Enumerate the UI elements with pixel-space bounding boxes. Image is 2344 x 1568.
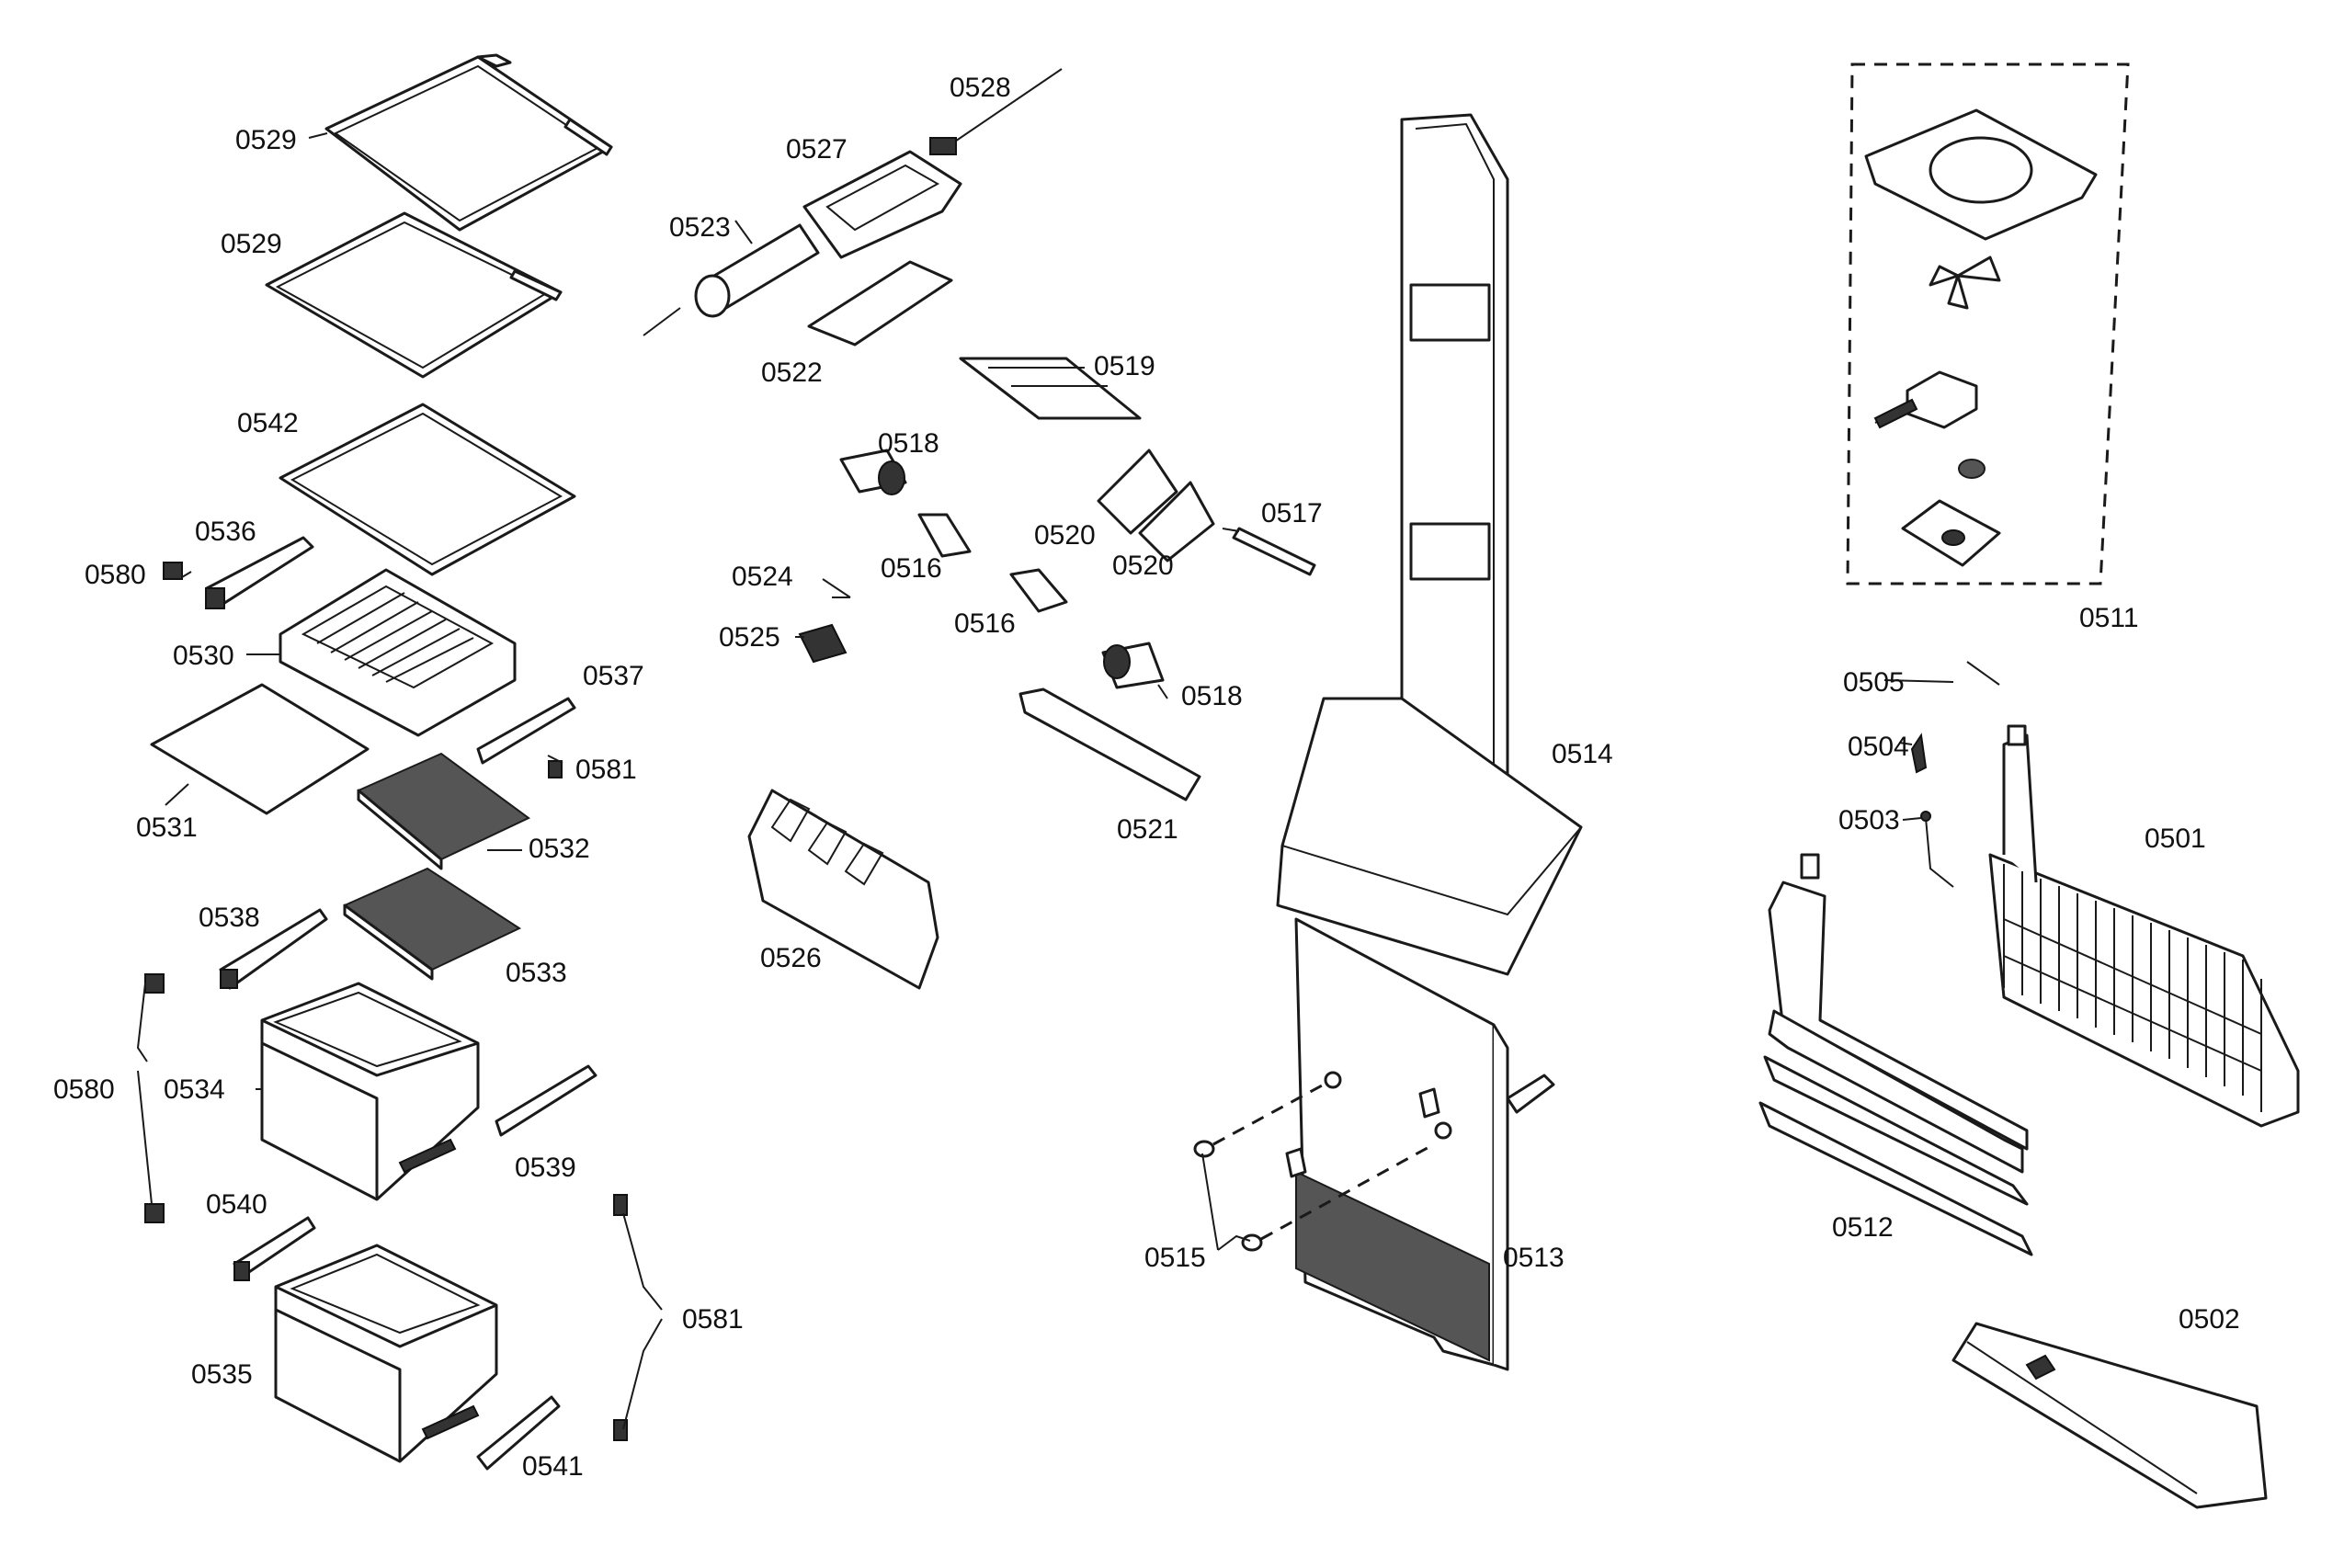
heater-0512 [1758, 853, 2033, 1256]
socket-0518-lower [1101, 642, 1165, 689]
cover-0513 [1285, 917, 1555, 1371]
label-0504: 0504 [1848, 732, 1909, 762]
drawer-0534 [260, 982, 480, 1201]
crisper-tray-0530 [279, 568, 517, 737]
tray-0521 [1018, 687, 1201, 801]
label-0541: 0541 [522, 1451, 584, 1482]
label-0529-top: 0529 [235, 125, 297, 155]
grille-0533 [343, 867, 522, 981]
label-0503: 0503 [1838, 805, 1900, 835]
cover-sheet-0531 [150, 683, 370, 815]
label-0525: 0525 [719, 622, 780, 653]
label-0581-lower: 0581 [682, 1304, 744, 1335]
label-0501: 0501 [2145, 824, 2206, 854]
label-0536: 0536 [195, 517, 256, 547]
clip-0504 [1910, 733, 1928, 774]
label-0518-upper: 0518 [878, 428, 939, 459]
drawer-0535 [274, 1244, 498, 1463]
shelf-0529-second [265, 211, 563, 379]
label-0530: 0530 [173, 641, 234, 671]
duct-0523 [694, 223, 820, 318]
label-0529-second: 0529 [221, 229, 282, 259]
fan-nut [1958, 459, 1986, 479]
thermostat-0503 [1920, 811, 1954, 888]
wire-0517 [1232, 527, 1316, 576]
bulb-0516-lower [1009, 568, 1068, 613]
housing-0527 [802, 150, 962, 259]
panel-0526 [747, 789, 939, 990]
sensor-0505 [1966, 661, 2000, 686]
stop-0580-top [163, 562, 183, 580]
stop-0580-lower [144, 1203, 165, 1223]
rail-0541 [476, 1395, 561, 1471]
tower-0514 [1276, 113, 1583, 976]
rail-0538 [219, 908, 328, 990]
switch-0525 [798, 623, 848, 664]
rail-0540 [233, 1216, 316, 1281]
bracket-0519 [959, 357, 1142, 420]
fan-blade [1929, 256, 2001, 310]
label-0539: 0539 [515, 1153, 576, 1183]
label-0521: 0521 [1117, 814, 1178, 845]
fan-shroud [1864, 108, 2098, 241]
label-0537: 0537 [583, 661, 644, 691]
socket-0518-upper [839, 449, 907, 495]
fan-motor [1873, 370, 1978, 429]
label-0505: 0505 [1843, 667, 1905, 698]
fan-bracket [1901, 499, 2001, 567]
label-0515: 0515 [1144, 1243, 1206, 1273]
label-0512: 0512 [1832, 1212, 1894, 1243]
label-0518-lower: 0518 [1181, 681, 1243, 711]
label-0540: 0540 [206, 1189, 267, 1220]
label-0511: 0511 [2079, 603, 2139, 633]
label-0520-upper: 0520 [1034, 520, 1096, 551]
label-0526: 0526 [760, 943, 822, 973]
label-0513: 0513 [1503, 1243, 1565, 1273]
label-0528: 0528 [950, 73, 1011, 103]
label-0580-top: 0580 [85, 560, 146, 590]
label-0517: 0517 [1261, 498, 1323, 528]
rail-0536 [205, 536, 314, 609]
clip-0581-mid [613, 1194, 628, 1216]
shelf-0542 [279, 403, 576, 576]
label-0531: 0531 [136, 812, 198, 843]
label-0535: 0535 [191, 1359, 253, 1390]
screws-0515 [1193, 1083, 1435, 1252]
evaporator-0501 [1988, 724, 2300, 1128]
label-0520-lower: 0520 [1112, 551, 1174, 581]
label-0524: 0524 [732, 562, 793, 592]
leader-lines [136, 132, 1954, 1430]
label-0516-upper: 0516 [881, 553, 942, 584]
rail-0539 [495, 1064, 597, 1137]
drain-pan-0502 [1951, 1322, 2268, 1509]
pin-0524 [822, 578, 851, 598]
rail-0537 [476, 697, 576, 765]
label-0580-lower: 0580 [53, 1074, 115, 1105]
label-0538: 0538 [199, 903, 260, 933]
label-0523: 0523 [669, 212, 731, 243]
label-0542: 0542 [237, 408, 299, 438]
label-0519: 0519 [1094, 351, 1155, 381]
label-0534: 0534 [164, 1074, 225, 1105]
pads-0520 [1097, 449, 1215, 562]
wire-0528 [929, 68, 1063, 155]
label-0527: 0527 [786, 134, 848, 165]
label-0516-lower: 0516 [954, 608, 1016, 639]
shelf-0529-top [324, 53, 613, 232]
part-labels: 0529 0529 0542 0536 0580 0530 0537 0581 … [53, 73, 2240, 1482]
label-0532: 0532 [529, 834, 590, 864]
fan-assembly-box-0511 [1846, 62, 2130, 585]
bulb-0516-upper [917, 513, 972, 558]
label-0533: 0533 [506, 958, 567, 988]
stop-0580-upper [144, 973, 165, 994]
cover-0522 [807, 260, 953, 347]
label-0581-top: 0581 [575, 755, 637, 785]
clip-0581-top [548, 760, 563, 778]
label-0522: 0522 [761, 358, 823, 388]
label-0502: 0502 [2179, 1304, 2240, 1335]
label-0514: 0514 [1552, 739, 1613, 769]
grille-0532 [357, 752, 530, 870]
